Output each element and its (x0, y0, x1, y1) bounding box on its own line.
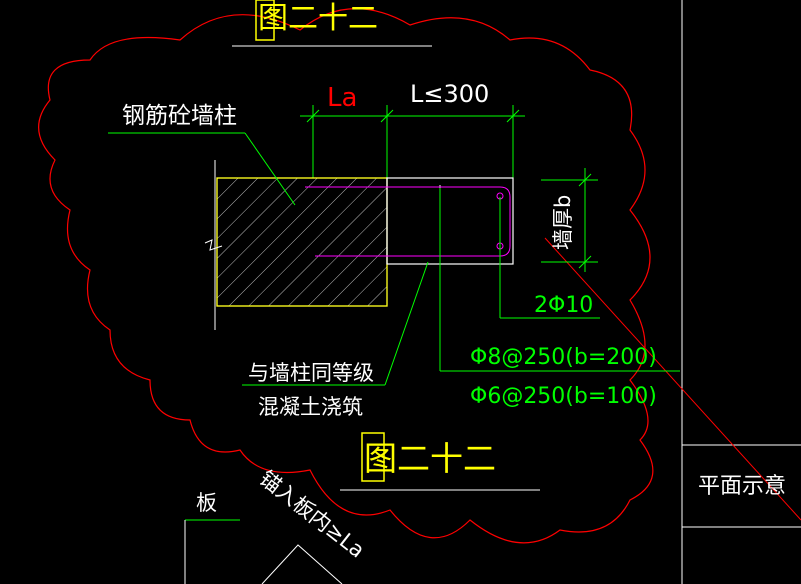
top-title-text: 图二十二 (258, 1, 378, 36)
extension-box (386, 177, 514, 265)
slab-area: 板 锚入板内≥La (184, 466, 369, 584)
max-length-label: L≤300 (410, 80, 489, 108)
wall-column (204, 160, 388, 330)
anchor-length-label: La (327, 83, 357, 113)
top-title-box (255, 0, 275, 41)
wall-thickness-label: 墙厚b (551, 195, 575, 250)
leader-lines (108, 132, 680, 386)
plan-view-label: 平面示意 (698, 474, 786, 499)
bottom-title-box (361, 432, 385, 482)
stirrup-2-label: Φ6@250(b=100) (470, 384, 657, 409)
longitudinal-bars-label: 2Φ10 (534, 293, 593, 318)
top-title-block: 图二十二 (232, 0, 432, 47)
frame-lines (681, 0, 801, 584)
slab-bend (261, 544, 343, 584)
bottom-title-text: 图二十二 (364, 439, 496, 478)
slab-label: 板 (196, 491, 217, 515)
stirrup-1-label: Φ8@250(b=200) (470, 345, 657, 370)
column-hatch (216, 177, 388, 307)
anchor-into-slab-label: 锚入板内≥La (255, 466, 369, 563)
break-symbol (204, 239, 223, 251)
bottom-title-block: 图二十二 (340, 432, 540, 491)
revision-cloud (38, 8, 654, 544)
stirrup-rebar (305, 186, 511, 257)
extension-outline (386, 177, 514, 265)
dimension-group: La L≤300 墙厚b (300, 80, 598, 272)
column-name-label: 钢筋砼墙柱 (122, 103, 237, 129)
section-cut-line (544, 237, 801, 521)
concrete-note-2: 混凝土浇筑 (258, 395, 363, 419)
concrete-note-1: 与墙柱同等级 (248, 361, 374, 385)
